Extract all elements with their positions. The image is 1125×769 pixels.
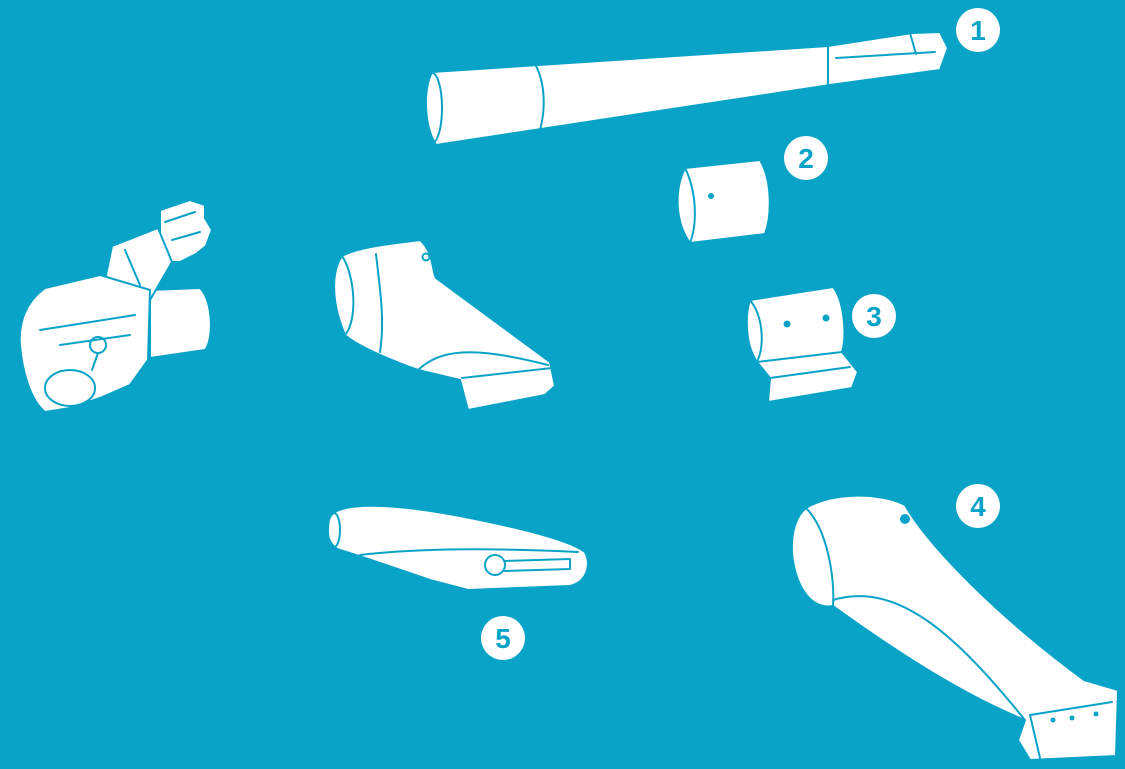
assembled-mechanism bbox=[20, 200, 212, 412]
part-5-slotted-arm bbox=[327, 506, 588, 590]
callout-4-label: 4 bbox=[970, 491, 986, 522]
part-4-elbow-arm bbox=[792, 496, 1118, 760]
callout-1-badge: 1 bbox=[956, 8, 1000, 52]
callout-4-badge: 4 bbox=[956, 484, 1000, 528]
elbow-bracket-part bbox=[334, 240, 555, 410]
callout-2-label: 2 bbox=[798, 143, 814, 174]
callout-2-badge: 2 bbox=[784, 136, 828, 180]
callout-5-label: 5 bbox=[495, 623, 511, 654]
part-1-long-tube bbox=[422, 32, 948, 145]
callout-3-label: 3 bbox=[866, 301, 882, 332]
callout-3-badge: 3 bbox=[852, 294, 896, 338]
part-3-bracket bbox=[747, 287, 858, 402]
part-2-cylinder bbox=[678, 160, 770, 243]
callout-1-label: 1 bbox=[970, 15, 986, 46]
callout-5-badge: 5 bbox=[481, 616, 525, 660]
